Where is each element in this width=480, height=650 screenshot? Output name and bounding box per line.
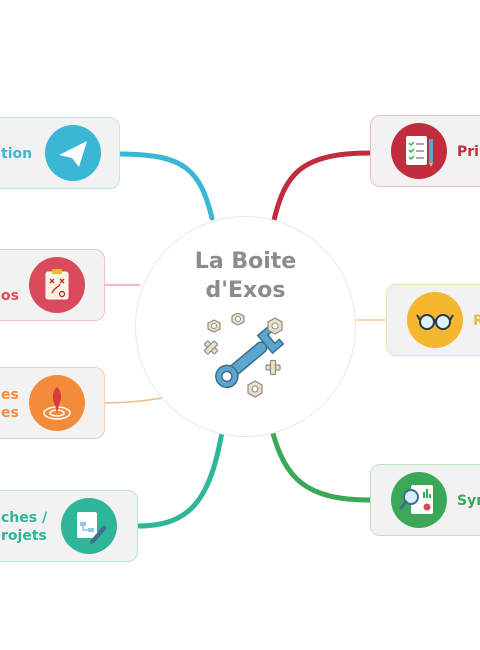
branch-label-5: Pri <box>457 144 479 160</box>
clipboard-strategy-icon <box>29 257 85 313</box>
document-pen-icon <box>61 498 117 554</box>
branch-label-7: Syn <box>457 493 480 509</box>
connector-branch-5 <box>271 150 373 223</box>
wrench-and-nuts-icon <box>204 313 285 398</box>
branch-card-4[interactable]: ches / rojets <box>0 490 138 562</box>
branch-card-5[interactable]: Pri <box>370 115 480 187</box>
paper-plane-icon <box>45 125 101 181</box>
checklist-icon <box>391 123 447 179</box>
branch-card-7[interactable]: Syn <box>370 464 480 536</box>
branch-card-2[interactable]: os <box>0 249 105 321</box>
branch-label-1: tion <box>1 146 33 162</box>
branch-label-6: R <box>473 313 480 329</box>
branch-card-6[interactable]: R <box>386 284 480 356</box>
branch-label-4: ches / rojets <box>1 510 48 544</box>
report-magnifier-icon <box>391 472 447 528</box>
target-pin-icon <box>29 375 85 431</box>
connector-branch-1 <box>117 151 215 221</box>
branch-label-3: es es <box>1 387 19 421</box>
glasses-icon <box>407 292 463 348</box>
connector-branch-3 <box>104 397 163 404</box>
central-topic[interactable]: La Boite d'Exos <box>135 216 356 437</box>
central-topic-title: La Boite d'Exos <box>194 249 297 303</box>
connector-branch-4 <box>135 429 225 529</box>
connector-branch-7 <box>269 427 373 503</box>
branch-label-2: os <box>1 288 19 304</box>
branch-card-3[interactable]: es es <box>0 367 105 439</box>
branch-card-1[interactable]: tion <box>0 117 120 189</box>
